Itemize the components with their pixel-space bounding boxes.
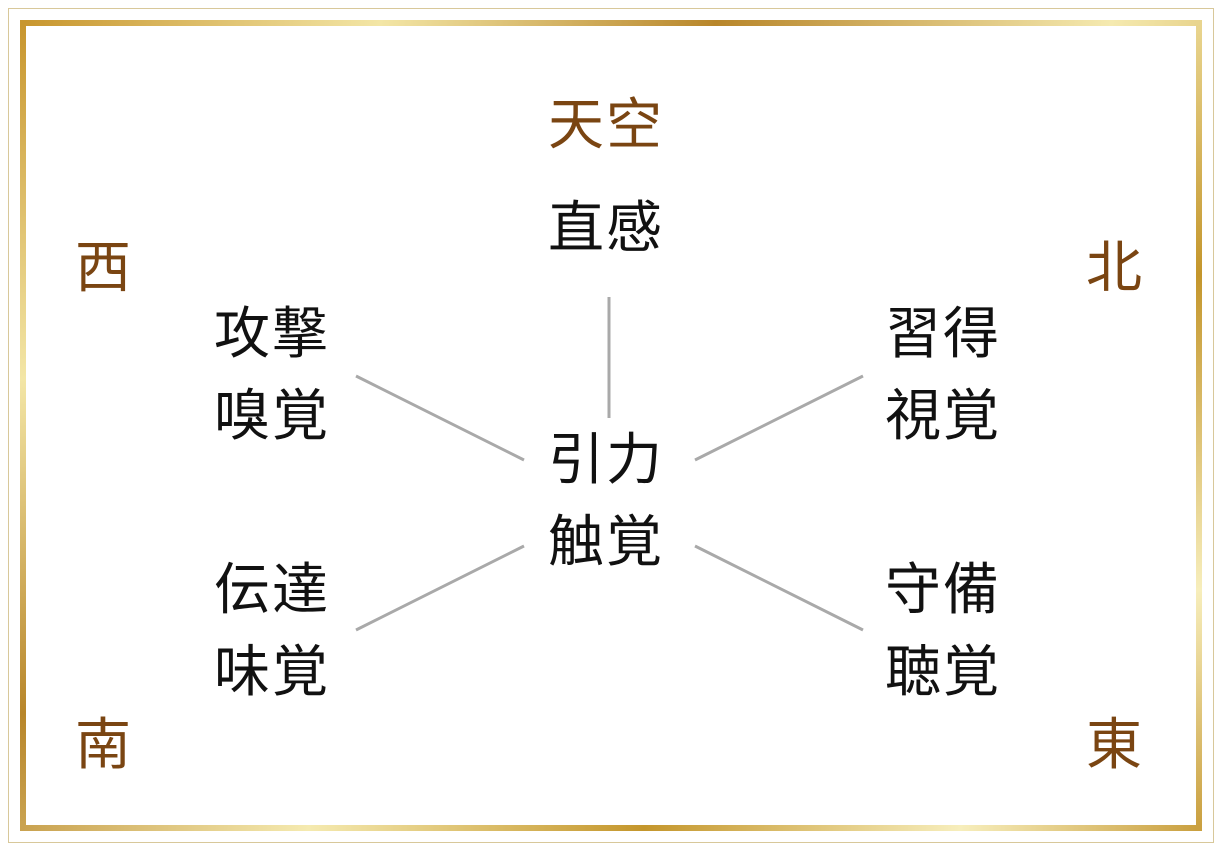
connector-upper-right: [694, 374, 864, 462]
direction-east: 東: [1086, 713, 1144, 778]
node-lower-right-line2: 聴覚: [885, 640, 1001, 705]
connector-lower-right: [694, 544, 864, 632]
direction-north: 北: [1086, 236, 1144, 301]
direction-top-sky: 天空: [548, 93, 664, 158]
gold-frame: [20, 20, 1202, 831]
node-top: 直感: [548, 188, 664, 270]
connector-upper-left: [355, 374, 525, 462]
node-lower-right: 守備 聴覚: [885, 550, 1001, 714]
node-lower-left-line2: 味覚: [214, 640, 330, 705]
node-center-line2: 触覚: [548, 510, 664, 575]
connector-lower-left: [355, 544, 525, 632]
node-center-line1: 引力: [548, 428, 664, 493]
direction-west: 西: [75, 236, 133, 301]
node-lower-left-line1: 伝達: [214, 558, 330, 623]
outer-border: [8, 8, 1214, 843]
node-upper-right-line1: 習得: [885, 302, 1001, 367]
node-lower-left: 伝達 味覚: [214, 550, 330, 714]
node-center: 引力 触覚: [548, 420, 664, 584]
direction-south: 南: [75, 713, 133, 778]
node-upper-left-line2: 嗅覚: [214, 384, 330, 449]
node-lower-right-line1: 守備: [885, 558, 1001, 623]
node-upper-right: 習得 視覚: [885, 294, 1001, 458]
node-upper-right-line2: 視覚: [885, 384, 1001, 449]
node-top-line1: 直感: [548, 196, 664, 261]
node-upper-left-line1: 攻撃: [214, 302, 330, 367]
node-upper-left: 攻撃 嗅覚: [214, 294, 330, 458]
